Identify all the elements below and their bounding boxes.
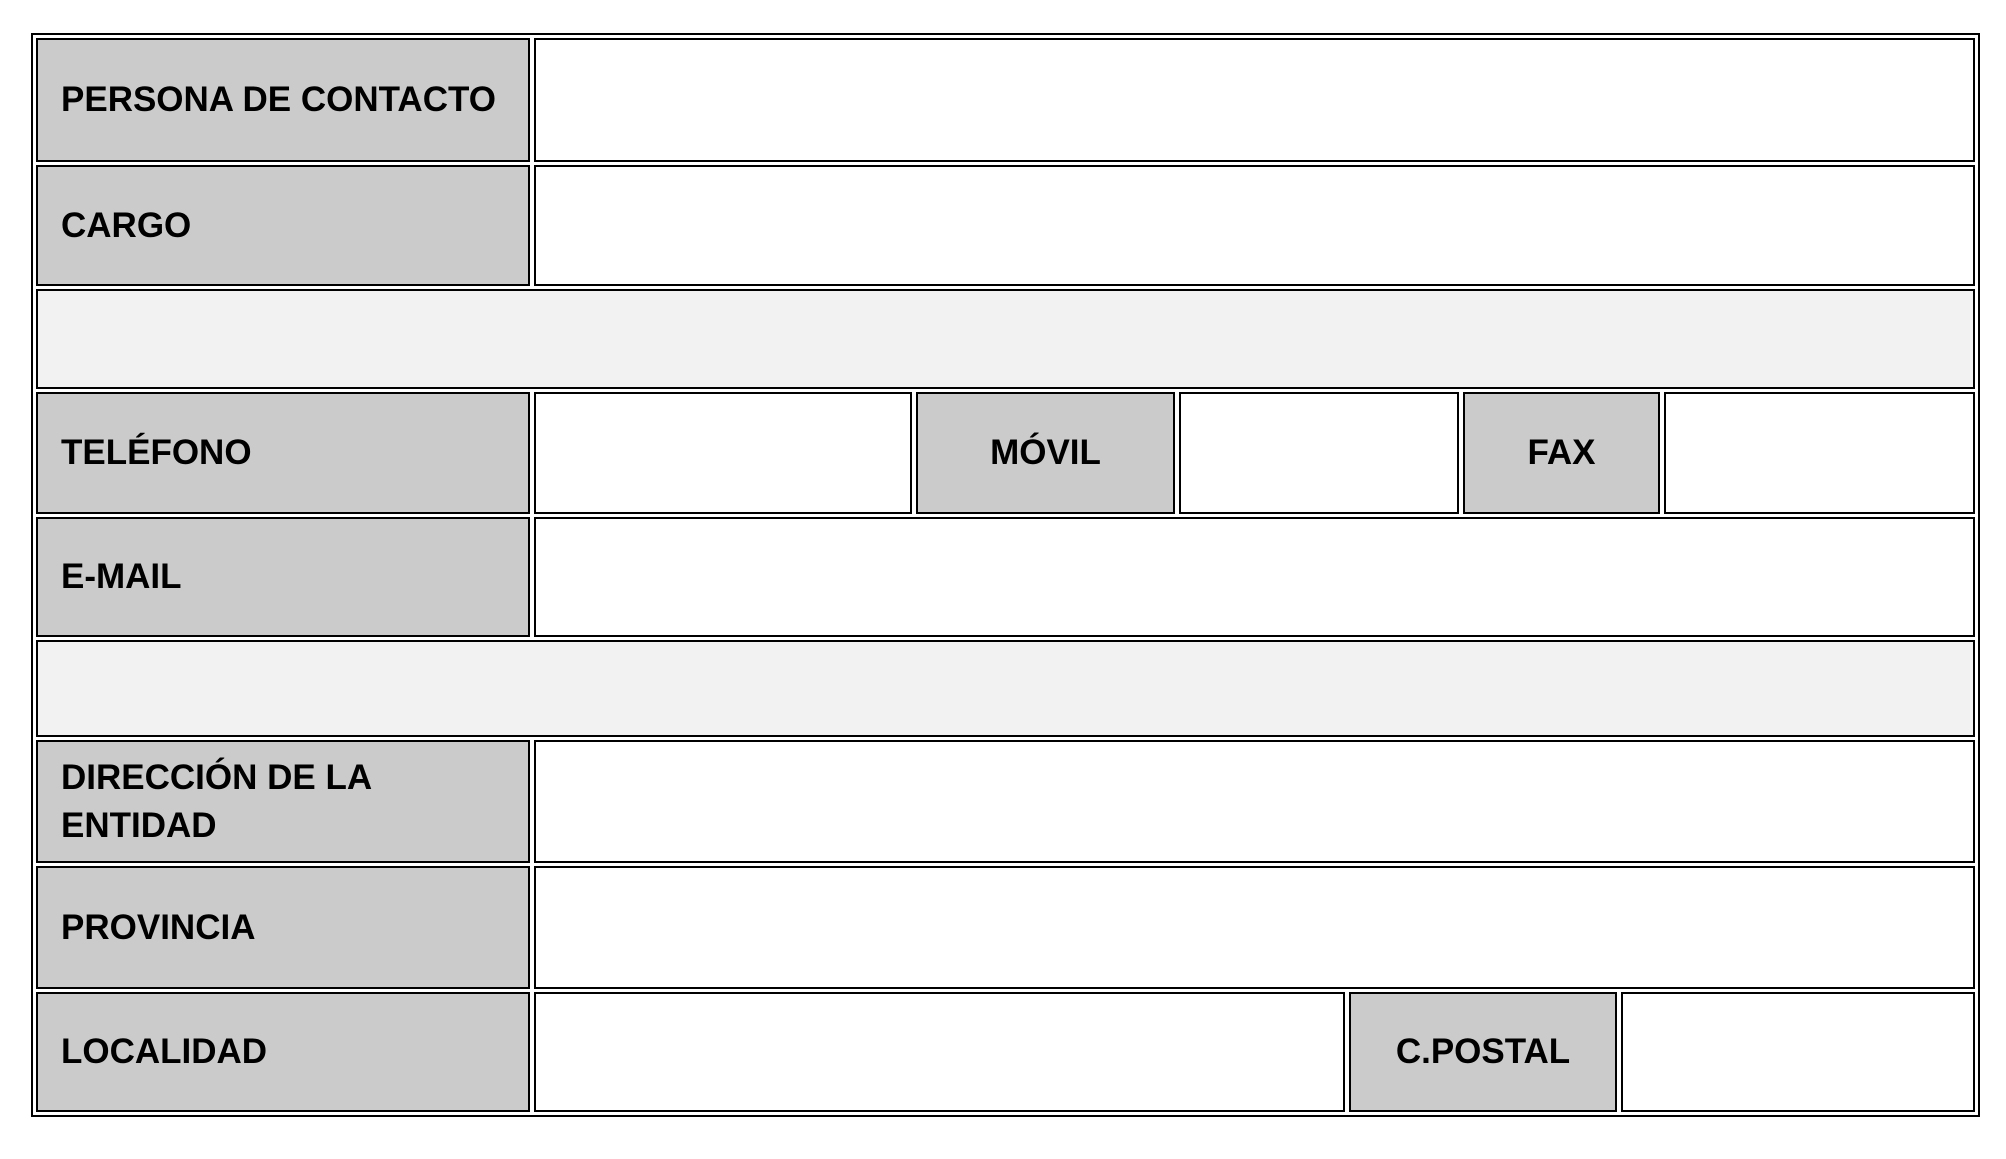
direccion-label: DIRECCIÓN DE LA ENTIDAD: [36, 740, 530, 863]
email-label: E-MAIL: [36, 517, 530, 637]
direccion-label-text: DIRECCIÓN DE LA ENTIDAD: [61, 758, 371, 845]
telefono-label-text: TELÉFONO: [61, 433, 252, 473]
telefono-label: TELÉFONO: [36, 392, 530, 514]
contact-form-table: PERSONA DE CONTACTO CARGO TELÉFONO MÓVIL: [31, 33, 1980, 1117]
movil-label: MÓVIL: [916, 392, 1175, 514]
row-email: E-MAIL: [36, 517, 1975, 637]
direccion-field[interactable]: [534, 740, 1975, 863]
email-field[interactable]: [534, 517, 1975, 637]
fax-field[interactable]: [1664, 392, 1975, 514]
localidad-label: LOCALIDAD: [36, 992, 530, 1112]
cpostal-label-text: C.POSTAL: [1395, 1032, 1571, 1072]
cargo-label: CARGO: [36, 165, 530, 286]
provincia-label: PROVINCIA: [36, 866, 530, 989]
row-persona-de-contacto: PERSONA DE CONTACTO: [36, 38, 1975, 162]
persona-de-contacto-field[interactable]: [534, 38, 1975, 162]
fax-label: FAX: [1463, 392, 1660, 514]
row-spacer-2: [36, 640, 1975, 737]
provincia-field[interactable]: [534, 866, 1975, 989]
movil-field[interactable]: [1179, 392, 1459, 514]
localidad-label-text: LOCALIDAD: [61, 1032, 268, 1072]
spacer-cell-1: [36, 289, 1975, 389]
provincia-label-text: PROVINCIA: [61, 907, 256, 947]
row-telefono-movil-fax: TELÉFONO MÓVIL FAX: [36, 392, 1975, 514]
cargo-label-text: CARGO: [61, 205, 192, 245]
movil-label-text: MÓVIL: [990, 433, 1101, 473]
row-spacer-1: [36, 289, 1975, 389]
cpostal-field[interactable]: [1621, 992, 1975, 1112]
telefono-field[interactable]: [534, 392, 912, 514]
email-label-text: E-MAIL: [61, 557, 182, 597]
row-direccion: DIRECCIÓN DE LA ENTIDAD: [36, 740, 1975, 863]
localidad-field[interactable]: [534, 992, 1345, 1112]
fax-label-text: FAX: [1527, 433, 1596, 473]
persona-de-contacto-label: PERSONA DE CONTACTO: [36, 38, 530, 162]
row-localidad-cpostal: LOCALIDAD C.POSTAL: [36, 992, 1975, 1112]
cargo-field[interactable]: [534, 165, 1975, 286]
persona-de-contacto-label-text: PERSONA DE CONTACTO: [61, 80, 496, 120]
row-cargo: CARGO: [36, 165, 1975, 286]
spacer-cell-2: [36, 640, 1975, 737]
row-provincia: PROVINCIA: [36, 866, 1975, 989]
cpostal-label: C.POSTAL: [1349, 992, 1617, 1112]
